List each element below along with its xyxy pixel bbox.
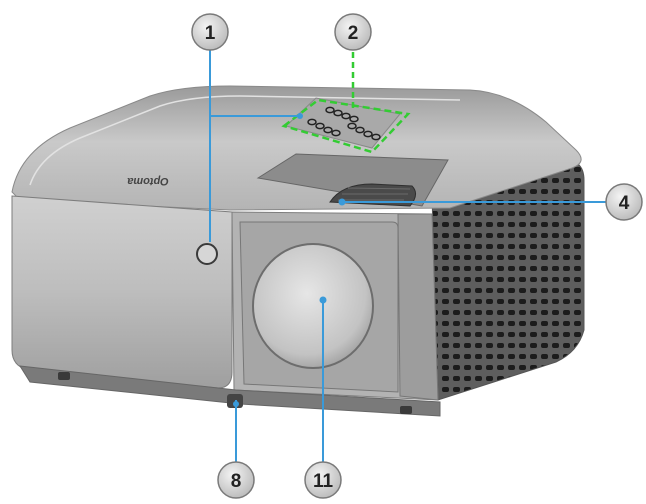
lens — [252, 243, 374, 369]
ir-receiver — [196, 243, 218, 265]
control-panel-highlight — [281, 98, 411, 154]
callout-label: 1 — [205, 23, 216, 44]
callout-4: 4 — [605, 183, 643, 221]
front-face — [11, 195, 233, 389]
callout-8: 8 — [217, 461, 255, 499]
callout-label: 8 — [231, 471, 242, 492]
projector-body: Optoma — [11, 85, 585, 417]
leader-endpoints — [233, 113, 346, 407]
callout-label: 2 — [348, 23, 359, 44]
foot-right — [400, 406, 412, 414]
foot-left — [58, 372, 70, 380]
callout-2: 2 — [334, 13, 372, 51]
top-surface — [11, 85, 582, 211]
callout-label: 11 — [313, 471, 334, 492]
callout-label: 4 — [619, 193, 630, 214]
control-buttons — [307, 106, 381, 141]
bottom-shell — [19, 365, 441, 417]
brand-logo: Optoma — [127, 175, 169, 187]
callout-11: 11 — [304, 461, 342, 499]
leader-lines — [209, 50, 608, 462]
callout-1: 1 — [191, 13, 229, 51]
